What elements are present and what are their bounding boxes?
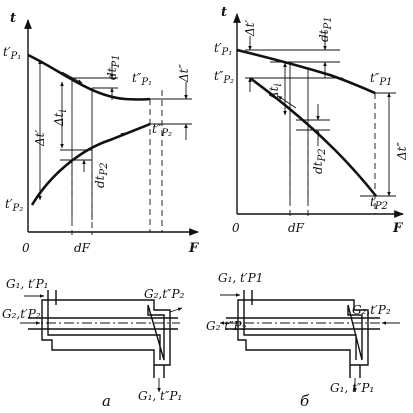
right-delta-t-in-label: Δt′ <box>243 20 257 37</box>
right-shell-inner <box>243 304 363 361</box>
left-delta-t-in-label: Δt′ <box>33 130 47 147</box>
right-origin-label: 0 <box>232 221 240 235</box>
right-f-axis-label: F <box>392 221 403 236</box>
left-chart: t F 0 dF Δt′ Δti dtP1 <box>3 11 199 256</box>
right-cold-curve <box>249 76 378 197</box>
left-t1-in-label: t′P₁ <box>3 45 21 62</box>
right-t1-in-label: t′P₁ <box>214 41 232 58</box>
right-dtp1-label: dtP1 <box>317 16 334 42</box>
left-cold-curve <box>30 122 151 206</box>
left-delta-ti-label: Δti <box>52 109 69 127</box>
left-f-axis-label: F <box>188 241 199 256</box>
right-t-axis-label: t <box>221 5 227 20</box>
right-t2-out-label: t″P₂ <box>214 69 234 86</box>
left-g1-out-label: G₁, t″P₁ <box>138 389 182 403</box>
left-t1-out-label: t″P₁ <box>132 71 152 88</box>
right-delta-t-out-label: Δt″ <box>395 142 409 161</box>
right-exchanger: G₁, t′P1 G₂ t″P₂ G₂,t′P₂ G₁, t″P₁ б <box>206 271 400 410</box>
left-t2-out-label: t″P₂ <box>152 122 172 139</box>
right-chart: t F 0 dF Δt′ Δti dtP <box>214 5 409 236</box>
left-dtp2-label: dtP2 <box>93 162 110 188</box>
right-g2-out-label: G₂ t″P₂ <box>206 319 247 333</box>
left-g2-out-label: G₂,t″P₂ <box>144 287 185 301</box>
left-caption: a <box>102 392 111 410</box>
left-origin-label: 0 <box>22 241 30 255</box>
right-hot-arrow <box>321 72 346 81</box>
left-exchanger: G₁, t′P₁ G₂,t′P₂ G₂,t″P₂ G₁, t″P₁ a <box>2 277 185 410</box>
left-shell-outline <box>41 299 171 366</box>
right-t1-out-label: t″P1 <box>370 71 392 88</box>
right-g1-out-label: G₁, t″P₁ <box>330 381 374 395</box>
left-shell-inner <box>47 304 165 361</box>
left-t-axis-label: t <box>10 11 16 26</box>
left-delta-t-out-label: Δt″ <box>177 64 191 83</box>
right-g1-in-label: G₁, t′P1 <box>218 271 263 285</box>
left-dtp1-label: dtP1 <box>105 54 122 80</box>
left-g1-in-label: G₁, t′P₁ <box>6 277 48 291</box>
left-g2-out-arrow <box>169 307 183 313</box>
left-hot-curve <box>27 53 151 101</box>
right-dtp2-label: dtP2 <box>311 148 328 174</box>
left-g2-in-label: G₂,t′P₂ <box>2 307 41 321</box>
right-delta-ti-label: Δti <box>267 83 284 101</box>
left-cold-arrow <box>107 132 126 142</box>
right-g2-in-label: G₂,t′P₂ <box>352 303 391 317</box>
left-df-label: dF <box>74 241 91 255</box>
right-caption: б <box>300 392 310 410</box>
right-df-label: dF <box>288 221 305 235</box>
left-t2-in-label: t′P₂ <box>5 197 23 214</box>
right-hot-curve <box>236 48 376 95</box>
right-t2-in-label: tP2 <box>370 195 388 212</box>
left-hot-arrow <box>61 71 83 84</box>
right-cold-arrow <box>277 95 297 109</box>
